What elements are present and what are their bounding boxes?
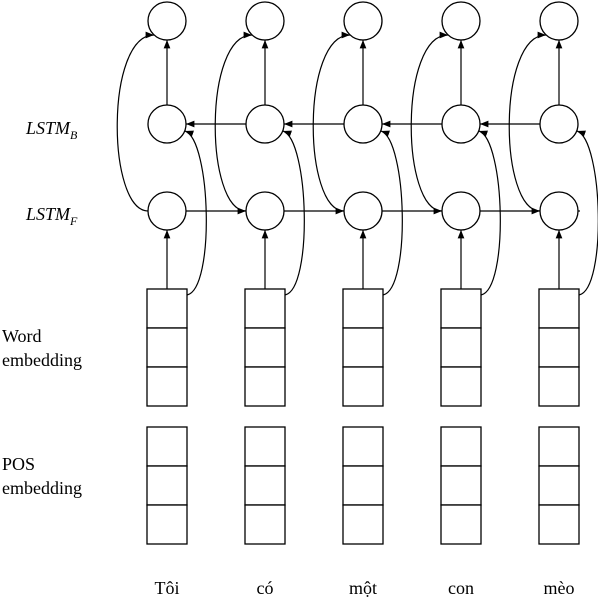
word-embedding-cell [244, 327, 286, 368]
forward-to-output-loop [410, 31, 449, 212]
lstm-forward-cell [343, 191, 383, 231]
pos-embedding-cell [342, 504, 384, 545]
pos-embedding-cell [146, 426, 188, 467]
pos-embedding-cell [440, 465, 482, 506]
word-embedding-cell [538, 327, 580, 368]
token-label: có [257, 578, 274, 598]
token-label: Tôi [155, 578, 180, 598]
pos-embedding-cell [440, 504, 482, 545]
word-embedding-cell [440, 327, 482, 368]
pos-embedding-cell [342, 426, 384, 467]
lstm-backward-label: LSTMB [25, 118, 78, 142]
embedding-to-backward-loop [478, 130, 501, 296]
lstm-backward-cell [441, 104, 481, 144]
pos-embedding-cell [440, 426, 482, 467]
lstm-forward-cell [245, 191, 285, 231]
nodes [146, 1, 580, 545]
token-label: một [349, 578, 377, 598]
pos-embedding-cell [342, 465, 384, 506]
lstm-backward-cell [539, 104, 579, 144]
word-embedding-cell [538, 288, 580, 329]
word-embedding-cell [342, 327, 384, 368]
pos-embedding-cell [146, 465, 188, 506]
lstm-forward-cell [441, 191, 481, 231]
token-labels: Tôi có một con mèo [155, 578, 575, 598]
pos-embedding-cell [538, 426, 580, 467]
lstm-forward-cell [147, 191, 187, 231]
embedding-to-backward-loop [282, 130, 305, 296]
forward-to-output-loop [312, 31, 351, 212]
output-node [539, 1, 579, 41]
word-embedding-cell [440, 288, 482, 329]
pos-embedding-cell [538, 504, 580, 545]
embedding-to-backward-loop [576, 130, 598, 296]
pos-embedding-cell [244, 426, 286, 467]
word-embedding-cell [342, 288, 384, 329]
word-embedding-label-line2: embedding [2, 350, 82, 370]
word-embedding-cell [146, 366, 188, 407]
word-embedding-cell [244, 288, 286, 329]
pos-embedding-cell [146, 504, 188, 545]
word-embedding-cell [244, 366, 286, 407]
lstm-backward-cell [245, 104, 285, 144]
word-embedding-cell [440, 366, 482, 407]
word-embedding-cell [538, 366, 580, 407]
pos-embedding-label-line2: embedding [2, 478, 82, 498]
output-node [147, 1, 187, 41]
forward-to-output-loop [508, 31, 547, 212]
embedding-to-backward-loop [184, 130, 207, 296]
lstm-forward-cell [539, 191, 579, 231]
embedding-to-backward-loop [380, 130, 403, 296]
token-label: mèo [544, 578, 575, 598]
word-embedding-cell [146, 327, 188, 368]
output-node [343, 1, 383, 41]
pos-embedding-cell [244, 504, 286, 545]
output-node [441, 1, 481, 41]
pos-embedding-label-line1: POS [2, 454, 35, 474]
pos-embedding-cell [538, 465, 580, 506]
lstm-forward-label: LSTMF [25, 204, 78, 228]
forward-to-output-loop [214, 31, 253, 212]
word-embedding-cell [342, 366, 384, 407]
forward-to-output-loop [116, 31, 155, 212]
pos-embedding-cell [244, 465, 286, 506]
output-node [245, 1, 285, 41]
lstm-backward-cell [343, 104, 383, 144]
word-embedding-label-line1: Word [2, 326, 42, 346]
lstm-backward-cell [147, 104, 187, 144]
token-label: con [448, 578, 474, 598]
word-embedding-cell [146, 288, 188, 329]
connections [116, 31, 598, 296]
